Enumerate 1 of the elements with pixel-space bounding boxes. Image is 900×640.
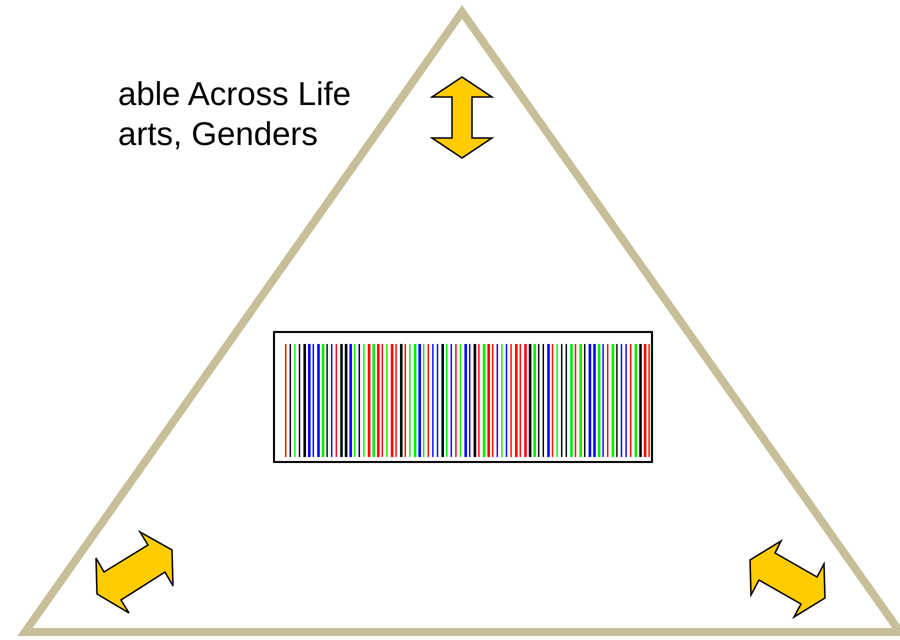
slide-text: able Across Life arts, Genders: [118, 74, 352, 154]
